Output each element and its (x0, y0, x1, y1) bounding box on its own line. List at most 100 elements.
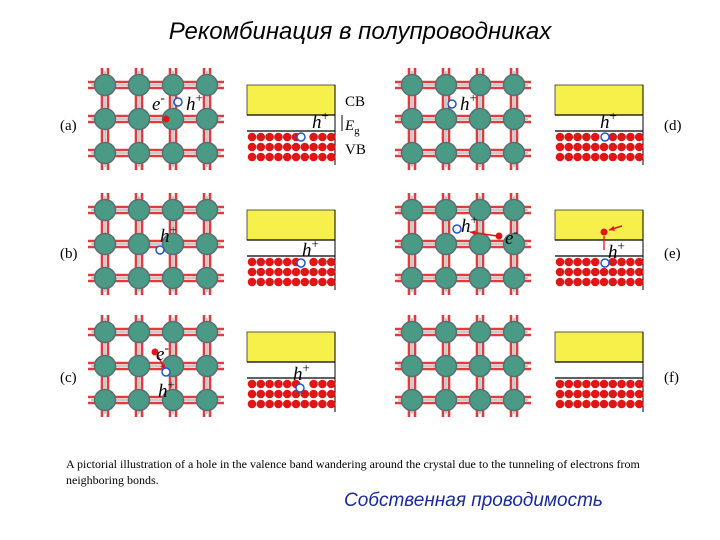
lattice-hole (453, 225, 461, 233)
valence-electron (573, 133, 582, 142)
valence-electron (257, 278, 266, 287)
atom (470, 322, 491, 343)
atom (129, 268, 150, 289)
valence-electron (591, 380, 600, 389)
valence-electron (600, 268, 609, 277)
lattice-panel-1 (88, 68, 224, 170)
valence-electron (283, 258, 292, 267)
atom (197, 356, 218, 377)
valence-electron (283, 268, 292, 277)
valence-electron (617, 268, 626, 277)
valence-electron (283, 380, 292, 389)
atom (504, 268, 525, 289)
valence-electron (573, 380, 582, 389)
atom (470, 356, 491, 377)
valence-electron (635, 258, 644, 267)
atom (436, 200, 457, 221)
valence-electron (327, 153, 336, 162)
valence-electron (248, 153, 257, 162)
valence-electron (274, 153, 283, 162)
valence-electron (292, 268, 301, 277)
conduction-band (247, 210, 335, 240)
valence-electron (309, 380, 318, 389)
valence-electron (635, 278, 644, 287)
atom (95, 390, 116, 411)
atom (402, 322, 423, 343)
valence-electron (318, 390, 327, 399)
valence-electron (274, 400, 283, 409)
valence-electron (301, 143, 310, 152)
valence-electron (257, 258, 266, 267)
conduction-band (555, 210, 643, 240)
valence-electron (265, 258, 274, 267)
lattice-hole (174, 98, 182, 106)
atom (402, 234, 423, 255)
atom (504, 200, 525, 221)
valence-electron (565, 278, 574, 287)
atom (436, 268, 457, 289)
atom (402, 75, 423, 96)
atom (163, 268, 184, 289)
electron-label: e- (152, 90, 165, 115)
valence-electron (582, 258, 591, 267)
valence-electron (257, 153, 266, 162)
valence-electron (635, 390, 644, 399)
band-diagram-panel-3 (247, 332, 336, 412)
valence-electron (609, 133, 618, 142)
valence-electron (265, 400, 274, 409)
valence-electron (626, 143, 635, 152)
atom (95, 322, 116, 343)
valence-electron (609, 390, 618, 399)
band-hole (296, 384, 304, 392)
valence-electron (626, 153, 635, 162)
valence-electron (626, 268, 635, 277)
atom (129, 390, 150, 411)
valence-electron (248, 380, 257, 389)
valence-electron (318, 133, 327, 142)
valence-electron (283, 133, 292, 142)
band-diagram-panel-6 (555, 332, 644, 412)
tunneling-electron (163, 116, 170, 123)
valence-electron (274, 278, 283, 287)
band-gap-label: Eg (344, 118, 360, 137)
valence-electron (573, 400, 582, 409)
valence-electron (248, 133, 257, 142)
atom (129, 200, 150, 221)
atom (470, 268, 491, 289)
valence-electron (591, 258, 600, 267)
valence-electron (600, 390, 609, 399)
valence-electron (591, 268, 600, 277)
atom (95, 200, 116, 221)
valence-electron (318, 153, 327, 162)
valence-electron (573, 278, 582, 287)
valence-electron (556, 143, 565, 152)
atom (402, 356, 423, 377)
valence-electron (283, 278, 292, 287)
valence-electron (283, 143, 292, 152)
valence-electron (635, 400, 644, 409)
valence-electron (565, 400, 574, 409)
valence-electron (301, 268, 310, 277)
conduction-band (555, 332, 643, 362)
atom (163, 75, 184, 96)
valence-electron (318, 380, 327, 389)
atom (436, 322, 457, 343)
atom (504, 75, 525, 96)
valence-electron (248, 278, 257, 287)
atom (129, 143, 150, 164)
lattice-panel-6 (395, 315, 531, 417)
lattice-panel-4 (395, 68, 531, 170)
atom (402, 200, 423, 221)
lattice-panel-3 (88, 315, 224, 417)
band-hole-label: h+ (312, 108, 329, 133)
valence-electron (327, 258, 336, 267)
valence-electron (582, 143, 591, 152)
conduction-band-label: CB (345, 94, 365, 110)
valence-electron (257, 268, 266, 277)
band-hole-label: h+ (302, 236, 319, 261)
lattice-hole (448, 100, 456, 108)
atom (504, 109, 525, 130)
valence-electron (582, 278, 591, 287)
valence-electron (257, 143, 266, 152)
valence-electron (626, 278, 635, 287)
